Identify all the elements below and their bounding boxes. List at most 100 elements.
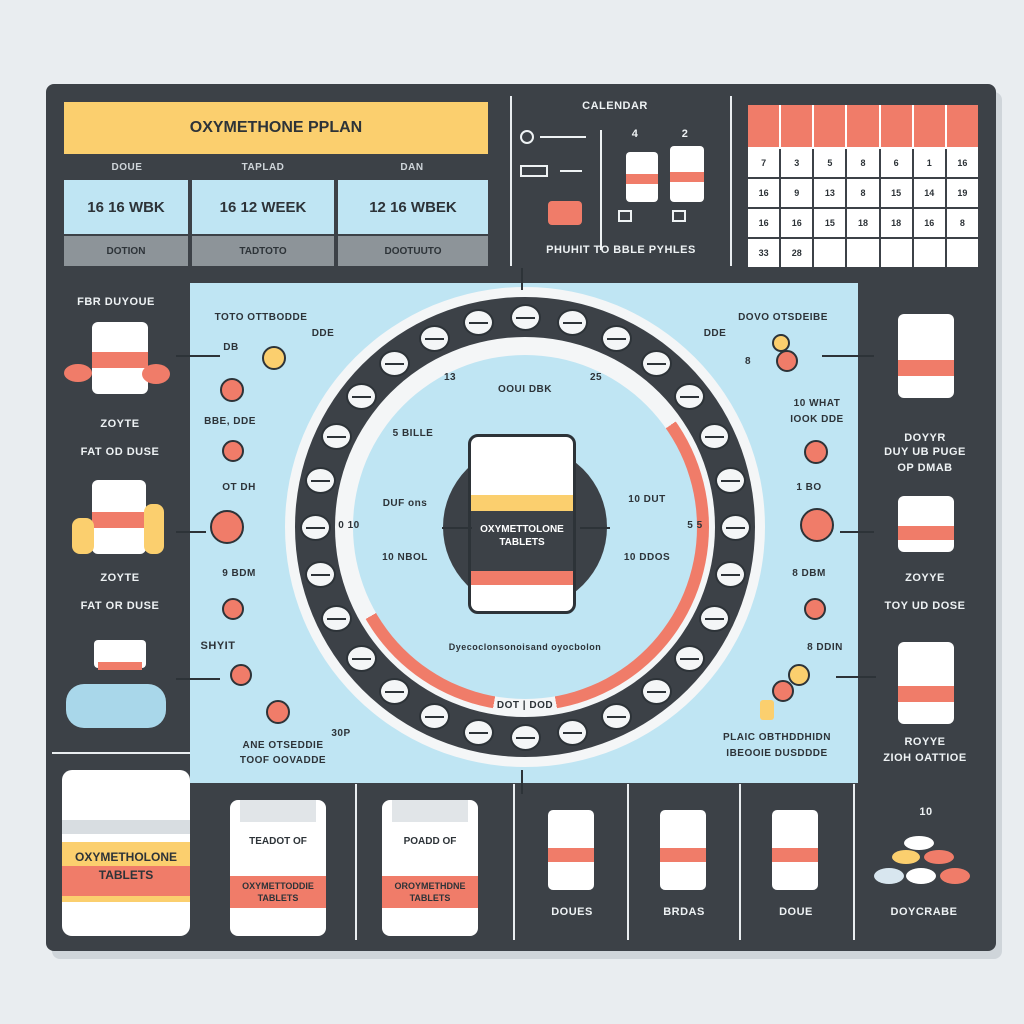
calendar-day[interactable]: 5	[814, 149, 846, 177]
calendar-day[interactable]: 15	[814, 209, 846, 237]
bottle-label: OXYMETHOLONE TABLETS	[74, 850, 177, 882]
tablet-icon[interactable]	[699, 605, 731, 633]
tablet-icon[interactable]	[418, 324, 450, 352]
tablet-icon[interactable]	[601, 703, 633, 731]
tablet-icon[interactable]	[714, 560, 746, 588]
calendar-day[interactable]: 18	[847, 209, 879, 237]
dose-dot[interactable]	[222, 598, 244, 620]
tablet-icon[interactable]	[305, 467, 337, 495]
dose-dot[interactable]	[804, 440, 828, 464]
bottle-icon	[94, 640, 146, 670]
tablet-icon[interactable]	[418, 703, 450, 731]
calendar-day[interactable]: 33	[748, 239, 780, 267]
calendar-day[interactable]: 3	[781, 149, 813, 177]
tablet-icon[interactable]	[379, 678, 411, 706]
calendar-day[interactable]: 16	[913, 209, 945, 237]
pill-icon	[142, 364, 170, 384]
calendar-day[interactable]: 8	[847, 179, 879, 207]
duration-cell[interactable]: 16 16 WBK	[64, 180, 188, 234]
dose-dot[interactable]	[776, 350, 798, 372]
dial-tag: 0 10	[338, 520, 360, 531]
tablet-icon[interactable]	[640, 349, 672, 377]
calendar-day[interactable]: 9	[781, 179, 813, 207]
calendar-day[interactable]: 7	[748, 149, 780, 177]
labeled-bottle[interactable]: TEADOT OF OXYMETTODDIE TABLETS	[230, 800, 326, 936]
dose-dot[interactable]	[800, 508, 834, 542]
pill-icon	[548, 201, 582, 225]
dose-dot[interactable]	[210, 510, 244, 544]
calendar-day[interactable]: 1	[913, 149, 945, 177]
calendar-day[interactable]	[847, 239, 879, 267]
duration-cell[interactable]: 12 16 WBEK	[338, 180, 488, 234]
tablet-icon[interactable]	[674, 383, 706, 411]
tablet-icon[interactable]	[720, 514, 751, 541]
arrow-left	[176, 355, 220, 357]
large-bottle[interactable]: OXYMETHOLONE TABLETS	[62, 770, 190, 936]
dose-dot[interactable]	[788, 664, 810, 686]
tablet-icon[interactable]	[674, 644, 706, 672]
tablet-icon[interactable]	[300, 514, 331, 541]
tablet-icon[interactable]	[320, 422, 352, 450]
dose-dot[interactable]	[266, 700, 290, 724]
calendar-day[interactable]: 19	[946, 179, 978, 207]
column-header: DOUE	[111, 162, 143, 173]
labeled-bottle[interactable]: POADD OF OROYMETHDNE TABLETS	[382, 800, 478, 936]
tablet-icon[interactable]	[463, 718, 495, 746]
calendar-day[interactable]	[880, 239, 912, 267]
tablet-icon[interactable]	[699, 422, 731, 450]
tablet-icon[interactable]	[305, 560, 337, 588]
tablet-icon[interactable]	[601, 324, 633, 352]
tablet-icon[interactable]	[345, 383, 377, 411]
schedule-line	[540, 136, 586, 138]
bottle-label: OROYMETHDNE TABLETS	[394, 881, 466, 903]
calendar-day[interactable]	[814, 239, 846, 267]
schedule-line	[600, 130, 602, 250]
dose-dot[interactable]	[220, 378, 244, 402]
calendar-day[interactable]: 16	[781, 209, 813, 237]
right-side-label: ROYYE	[904, 736, 946, 748]
calendar-day[interactable]	[913, 239, 945, 267]
bottle-caption: POADD OF	[403, 836, 457, 847]
bottom-marker	[521, 770, 523, 794]
dose-dot[interactable]	[222, 440, 244, 462]
bottom-label: DOUE	[779, 906, 813, 918]
calendar-day[interactable]: 28	[781, 239, 813, 267]
tablet-icon[interactable]	[379, 349, 411, 377]
bottle-label: OXYMETTODDIE TABLETS	[242, 881, 314, 903]
tablet-icon[interactable]	[556, 309, 588, 337]
calendar-day[interactable]: 8	[847, 149, 879, 177]
duration-cell[interactable]: 16 12 WEEK	[192, 180, 334, 234]
calendar-day[interactable]: 15	[880, 179, 912, 207]
tablet-icon[interactable]	[345, 644, 377, 672]
bottle-icon	[898, 496, 954, 552]
calendar-day[interactable]: 18	[880, 209, 912, 237]
left-inner-tag: DDE	[311, 328, 335, 339]
dose-dot[interactable]	[230, 664, 252, 686]
divider	[52, 752, 190, 754]
dose-dot[interactable]	[772, 680, 794, 702]
calendar-day[interactable]: 8	[946, 209, 978, 237]
tablet-icon[interactable]	[640, 678, 672, 706]
calendar-day[interactable]: 16	[748, 179, 780, 207]
tablet-icon[interactable]	[320, 605, 352, 633]
calendar-day[interactable]: 13	[814, 179, 846, 207]
dose-dot[interactable]	[804, 598, 826, 620]
calendar-day[interactable]: 14	[913, 179, 945, 207]
calendar: 7 3 5 8 6 1 16 16 9 13 8 15 14 19 16 16 …	[748, 105, 978, 267]
tablet-icon[interactable]	[510, 304, 541, 331]
calendar-day[interactable]: 16	[946, 149, 978, 177]
tablet-icon[interactable]	[510, 724, 541, 751]
pill-stack-icon	[874, 836, 974, 888]
column-header: DAN	[400, 162, 424, 173]
tablet-icon[interactable]	[556, 718, 588, 746]
calendar-day[interactable]	[946, 239, 978, 267]
calendar-day[interactable]: 16	[748, 209, 780, 237]
tablet-icon[interactable]	[714, 467, 746, 495]
center-bottle[interactable]: OXYMETTOLONE TABLETS	[468, 434, 576, 614]
dose-label: BBE, DDE	[204, 416, 256, 427]
dose-dot[interactable]	[262, 346, 286, 370]
bottle-label: OXYMETTOLONE TABLETS	[480, 524, 564, 548]
calendar-day[interactable]: 6	[880, 149, 912, 177]
divider	[739, 784, 741, 940]
tablet-icon[interactable]	[463, 309, 495, 337]
